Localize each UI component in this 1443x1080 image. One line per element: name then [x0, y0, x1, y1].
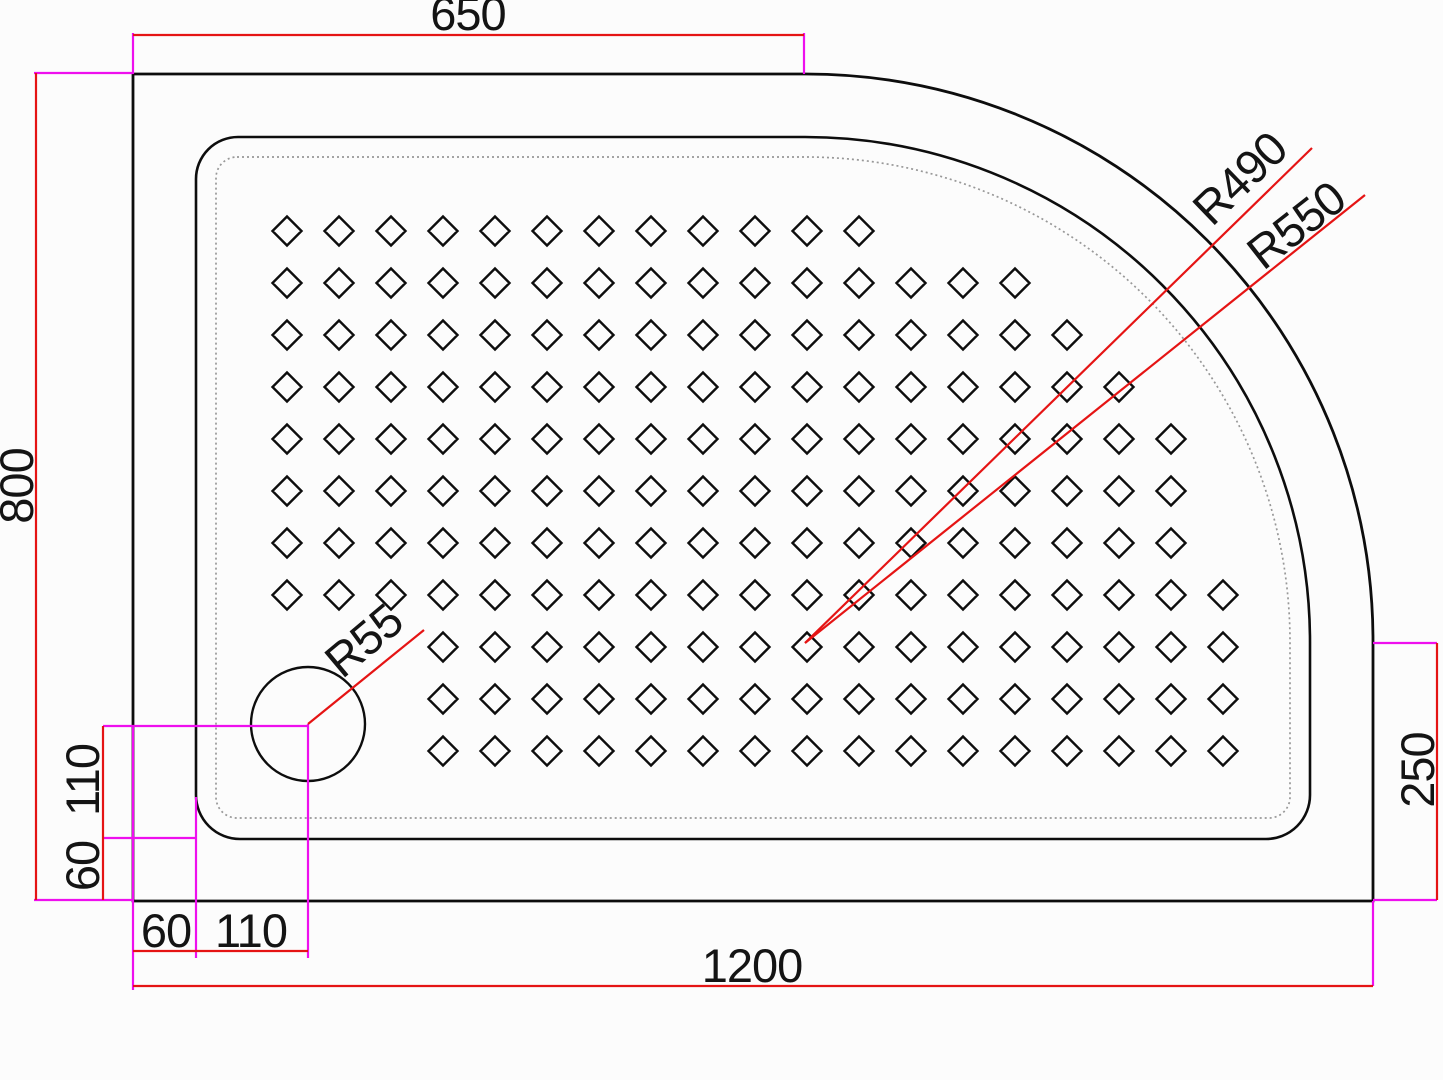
leader-line-r490 [804, 147, 1313, 644]
dim-label-60-bottom: 60 [141, 904, 191, 957]
dim-label-800: 800 [0, 448, 43, 523]
dim-label-250: 250 [1391, 732, 1443, 807]
anti-slip-diamond-pattern [270, 214, 1240, 768]
dim-label-110-bottom: 110 [215, 904, 287, 957]
dim-label-650: 650 [430, 0, 505, 40]
dim-label-60-left: 60 [56, 841, 109, 891]
tray-recess-dotted-outline [215, 156, 1291, 819]
tray-inner-outline [194, 135, 1312, 841]
leader-line-r550 [804, 194, 1366, 644]
tray-outer-outline [131, 72, 1375, 903]
dim-label-1200: 1200 [702, 939, 803, 992]
leader-line-r55 [307, 629, 425, 725]
dim-label-110-left: 110 [56, 744, 109, 816]
